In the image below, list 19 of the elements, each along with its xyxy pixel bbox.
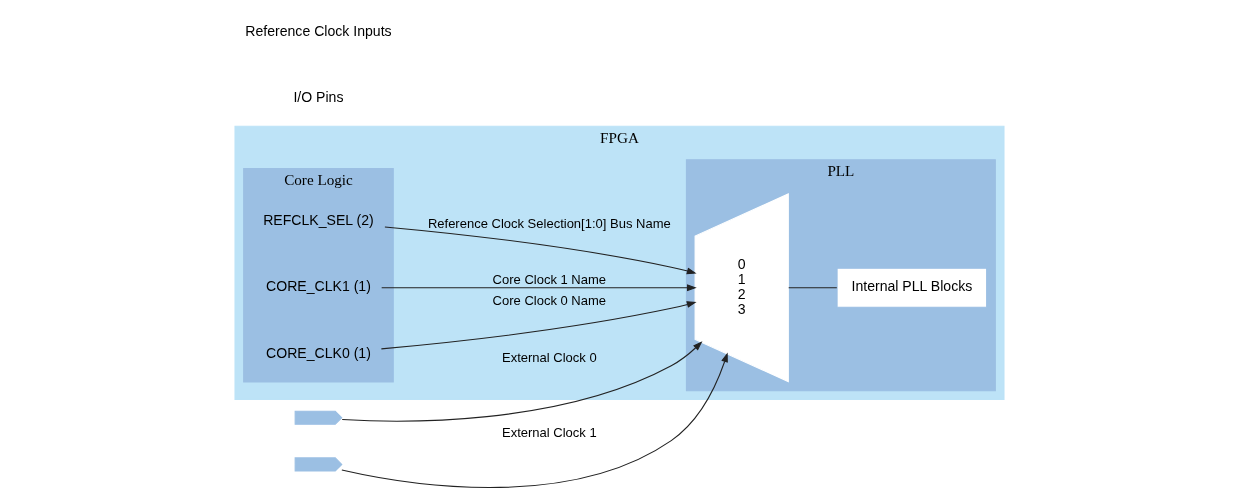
- arrow: [380, 301, 697, 350]
- edge-label: External Clock 1: [501, 424, 597, 440]
- arrow: [340, 352, 728, 489]
- arrow: [380, 284, 697, 292]
- arrow: [383, 226, 697, 275]
- node-arrow: [294, 457, 343, 472]
- label: I/O Pins: [292, 88, 343, 105]
- node-text: REFCLK_SEL (2): [262, 212, 374, 229]
- node-arrow: [294, 410, 343, 425]
- node-text: CORE_CLK1 (1): [265, 278, 371, 295]
- arrow: [341, 341, 702, 422]
- node-text: CORE_CLK0 (1): [265, 344, 371, 361]
- edge-label: Core Clock 1 Name: [492, 272, 606, 288]
- edge-label: External Clock 0: [501, 350, 597, 366]
- edge-label: Reference Clock Selection[1:0] Bus Name: [427, 215, 671, 231]
- connector: [787, 287, 837, 289]
- label: Reference Clock Inputs: [244, 22, 392, 39]
- edge-label: Core Clock 0 Name: [492, 292, 606, 308]
- node-box: Internal PLL Blocks: [836, 267, 987, 308]
